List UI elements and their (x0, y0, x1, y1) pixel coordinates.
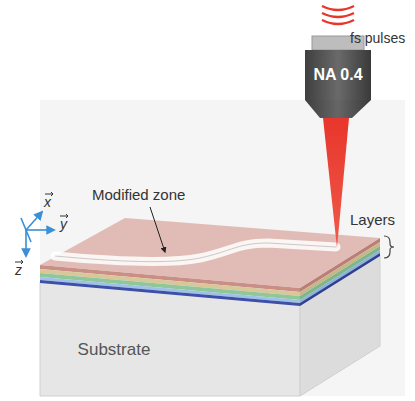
vector-arrows (15, 192, 68, 264)
axis-label: z (15, 262, 22, 278)
axis-label: y (60, 216, 67, 232)
zone-label: Modified zone (92, 186, 185, 203)
objective-body: NA 0.4 (305, 50, 371, 100)
leader-line (150, 207, 165, 252)
substrate-region: Substrate (44, 335, 184, 365)
laser-beam (323, 118, 349, 248)
background-box (40, 100, 405, 396)
node-text: NA 0.4 (313, 66, 362, 84)
layers-bracket (384, 236, 394, 258)
modified-zone-track (55, 243, 336, 262)
modified-zone-edge (55, 243, 336, 262)
axis-triad (21, 212, 54, 256)
pulse-waves (322, 6, 354, 24)
objective-lens (305, 36, 371, 118)
node-text: Substrate (78, 340, 151, 360)
layer-stack (40, 218, 380, 306)
layers-label: Layers (350, 211, 395, 228)
pulse-label: fs pulses (350, 30, 405, 46)
axis-label: x (44, 194, 51, 210)
